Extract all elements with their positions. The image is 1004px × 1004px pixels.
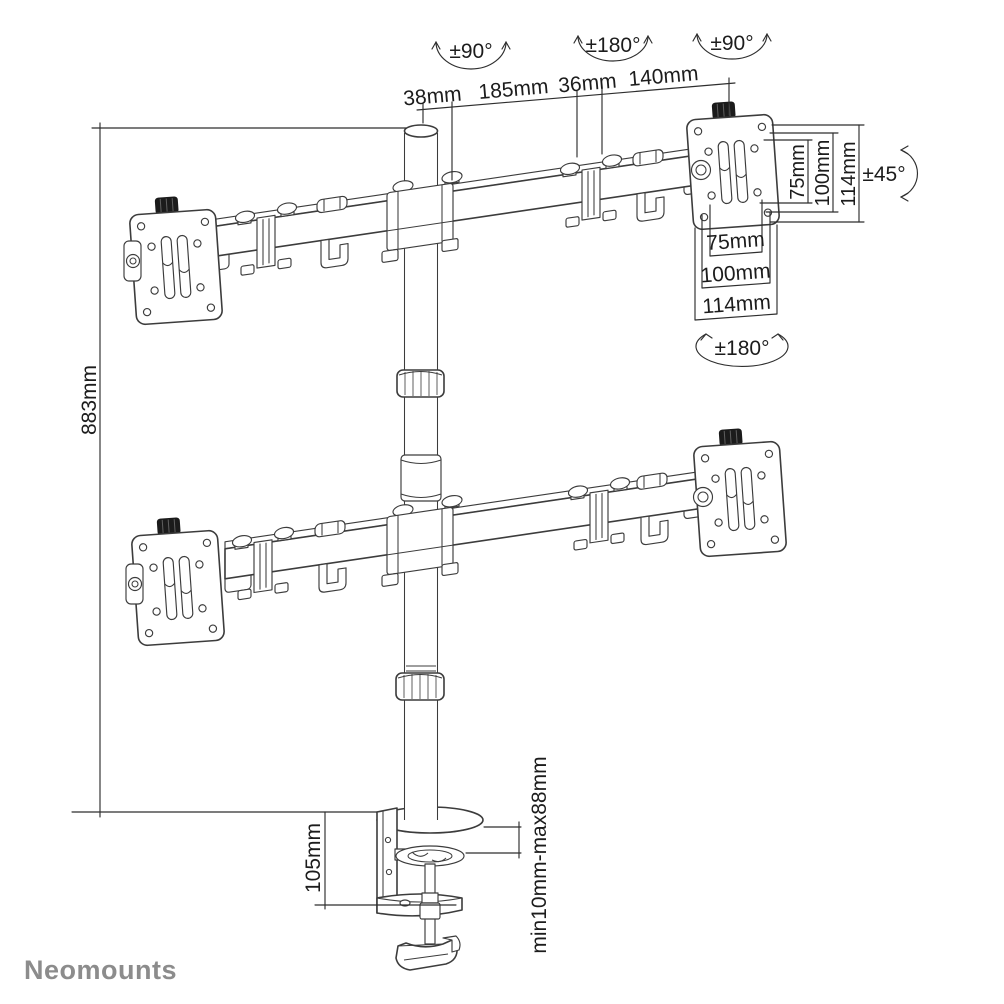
- vesa-horizontal-100: 100mm: [700, 260, 771, 288]
- pole-sleeve: [400, 454, 442, 502]
- vesa-horizontal-75: 75mm: [706, 228, 766, 255]
- vesa-plate-top-left: [127, 193, 224, 326]
- vesa-vertical-75: 75mm: [787, 144, 809, 200]
- cable-hook-icon: [318, 560, 347, 594]
- pole-top-cap: [403, 124, 439, 138]
- lower-crossbar: [224, 471, 707, 602]
- dimension-annotations: [71, 32, 918, 910]
- pole-collar-lower: [395, 672, 445, 701]
- vesa-rotate-label: ±180°: [715, 337, 770, 360]
- cable-hook-icon: [640, 512, 669, 546]
- dim-top-offset-3: 36mm: [557, 70, 617, 98]
- upper-crossbar: [202, 147, 707, 277]
- pivot-joints: [123, 159, 714, 605]
- desk-clamp: [376, 807, 465, 971]
- vesa-vertical-100: 100mm: [812, 140, 834, 207]
- pole-swivel-label: ±90°: [449, 40, 492, 63]
- clamp-height-label: 105mm: [302, 823, 325, 893]
- brand-logo: Neomounts: [24, 955, 177, 985]
- dim-top-offset-1: 38mm: [402, 83, 462, 111]
- cable-hook-icon: [320, 236, 349, 270]
- vesa-horizontal-114: 114mm: [702, 291, 772, 319]
- pole-collar-upper: [396, 369, 445, 398]
- vesa-plate-bottom-left: [129, 514, 226, 647]
- pole-height-label: 883mm: [78, 365, 101, 435]
- desk-thickness-label: min10mm-max88mm: [528, 756, 551, 953]
- head-swivel-label: ±90°: [710, 32, 753, 55]
- vesa-vertical-114: 114mm: [838, 141, 860, 206]
- rotation-arc-icon: [431, 32, 918, 367]
- clamp-pad: [395, 845, 465, 867]
- arm-swivel-label: ±180°: [586, 34, 641, 57]
- tilt-label: ±45°: [862, 163, 905, 186]
- clamp-hand-knob: [395, 939, 458, 971]
- cable-hook-icon: [636, 189, 665, 223]
